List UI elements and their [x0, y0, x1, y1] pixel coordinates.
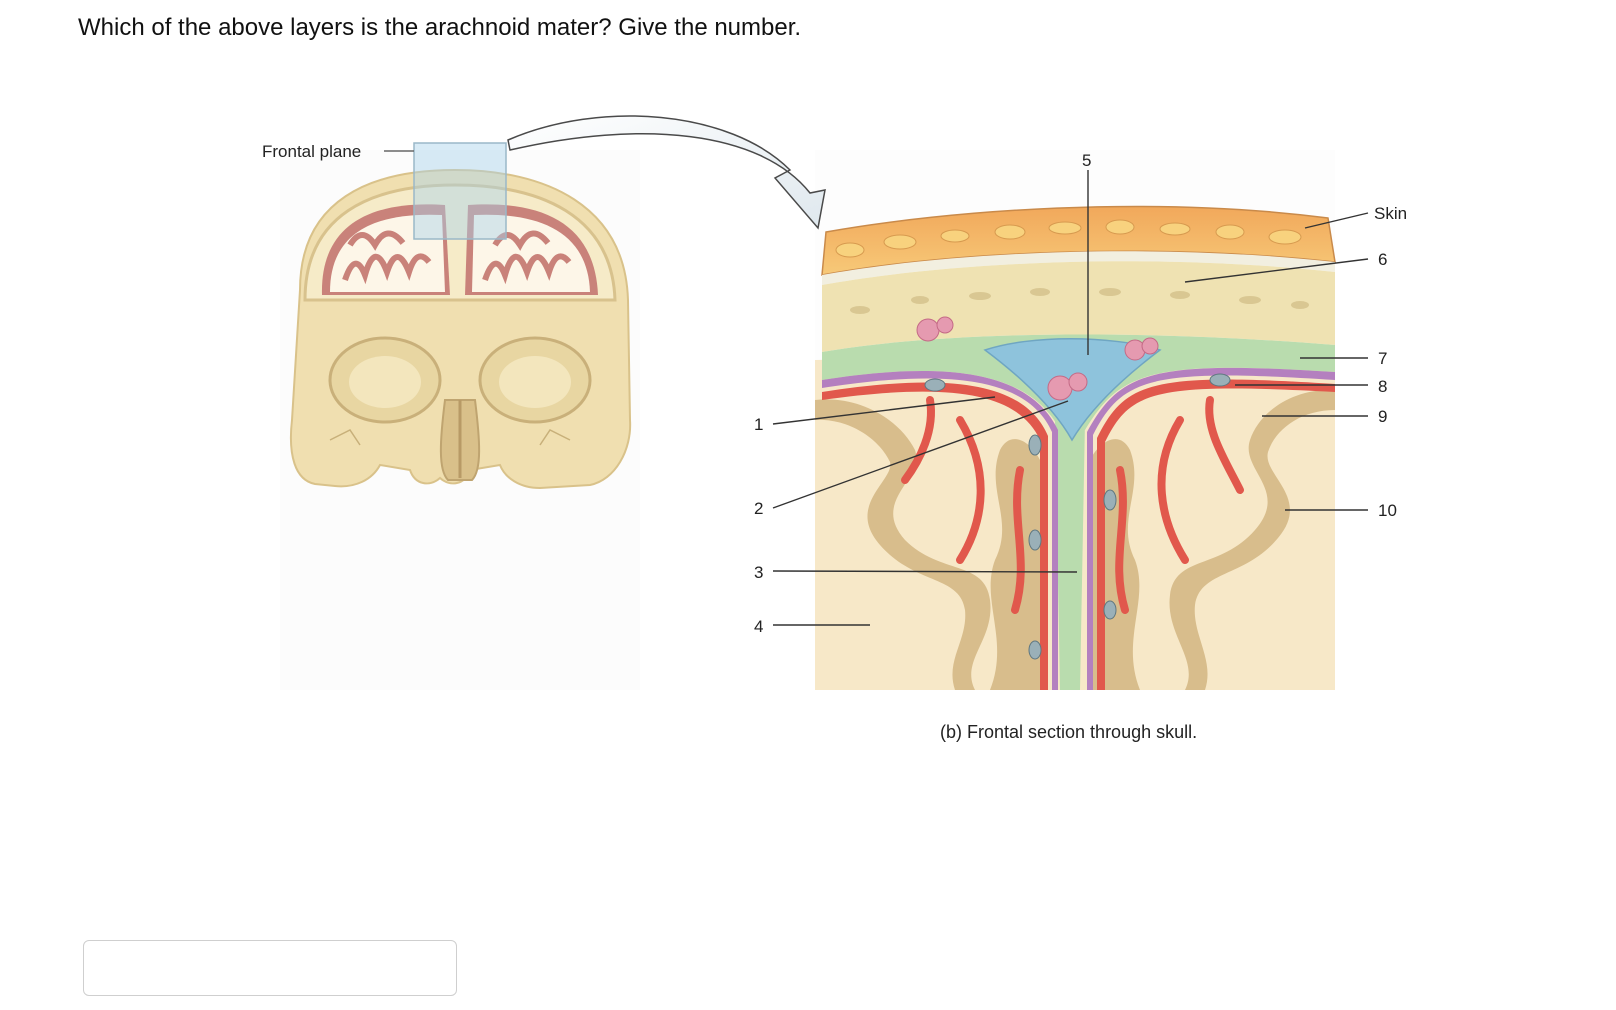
- skull-illustration: [289, 168, 632, 490]
- label-8: 8: [1378, 377, 1387, 396]
- leader-line-skin: [1304, 212, 1369, 229]
- leader-lines: [772, 170, 1369, 626]
- leader-line-2: [772, 400, 1069, 509]
- leader-line-6: [1184, 258, 1369, 283]
- answer-input[interactable]: [83, 940, 457, 996]
- frontal-plane-label: Frontal plane: [262, 142, 361, 161]
- leader-line-3: [772, 570, 1078, 573]
- question-text: Which of the above layers is the arachno…: [78, 14, 802, 41]
- label-1: 1: [754, 415, 763, 434]
- label-4: 4: [754, 617, 763, 636]
- label-3: 3: [754, 563, 763, 582]
- zoom-arrow: [507, 115, 826, 230]
- leader-line-1: [772, 396, 996, 425]
- frontal-section-illustration: [815, 205, 1336, 690]
- label-2: 2: [754, 499, 763, 518]
- label-6: 6: [1378, 250, 1387, 269]
- figure-caption: (b) Frontal section through skull.: [940, 722, 1197, 742]
- meninges-illustration: Frontal plane: [262, 115, 1407, 742]
- label-9: 9: [1378, 407, 1387, 426]
- label-5: 5: [1082, 151, 1091, 170]
- label-7: 7: [1378, 349, 1387, 368]
- meninges-figure: Frontal plane: [262, 115, 1407, 742]
- label-skin: Skin: [1374, 204, 1407, 223]
- label-10: 10: [1378, 501, 1397, 520]
- frontal-plane-box: [413, 142, 507, 240]
